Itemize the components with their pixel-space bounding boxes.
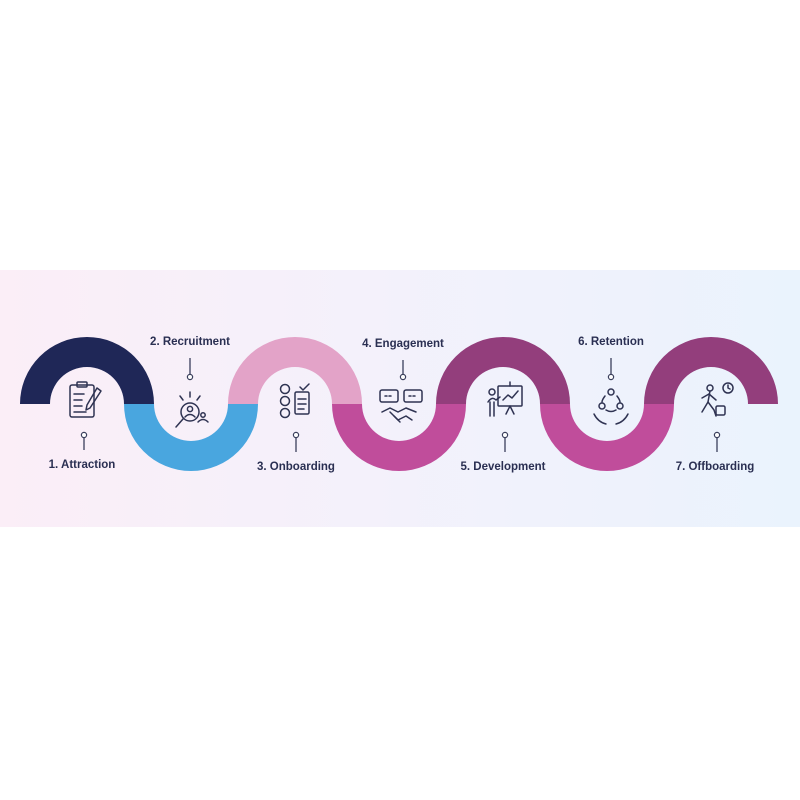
connector-onboarding <box>292 431 300 452</box>
connector-development <box>501 431 509 452</box>
wave-segment-offboarding <box>644 337 778 404</box>
wave-segment-recruitment <box>124 404 258 471</box>
hr-lifecycle-diagram: 1. Attraction 2. Recruitment 3. Onboardi… <box>0 270 800 527</box>
person-leaving-clock-icon <box>701 382 734 417</box>
wave-segment-engagement <box>332 404 466 471</box>
clipboard-pen-icon <box>69 381 102 418</box>
people-checklist-icon <box>279 383 310 419</box>
stage-label-engagement: 4. Engagement <box>362 338 444 350</box>
connector-recruitment <box>186 358 194 381</box>
lifecycle-wave: 1. Attraction 2. Recruitment 3. Onboardi… <box>20 336 778 473</box>
connector-engagement <box>399 360 407 381</box>
connector-retention <box>607 358 615 381</box>
wave-segment-attraction <box>20 337 154 404</box>
stage-label-retention: 6. Retention <box>578 336 644 348</box>
wave-segment-development <box>436 337 570 404</box>
stage-label-development: 5. Development <box>461 461 546 473</box>
stage-label-attraction: 1. Attraction <box>49 459 116 471</box>
hands-cycle-icon <box>593 388 629 425</box>
connector-attraction <box>80 431 88 450</box>
connector-offboarding <box>713 431 721 452</box>
presenter-board-icon <box>487 381 523 417</box>
wave-segment-onboarding <box>228 337 362 404</box>
magnifier-candidate-icon <box>175 391 209 428</box>
handshake-chat-icon <box>379 389 423 423</box>
wave-segment-retention <box>540 404 674 471</box>
stage-label-recruitment: 2. Recruitment <box>150 336 230 348</box>
stage-label-offboarding: 7. Offboarding <box>676 461 755 473</box>
stage-label-onboarding: 3. Onboarding <box>257 461 335 473</box>
